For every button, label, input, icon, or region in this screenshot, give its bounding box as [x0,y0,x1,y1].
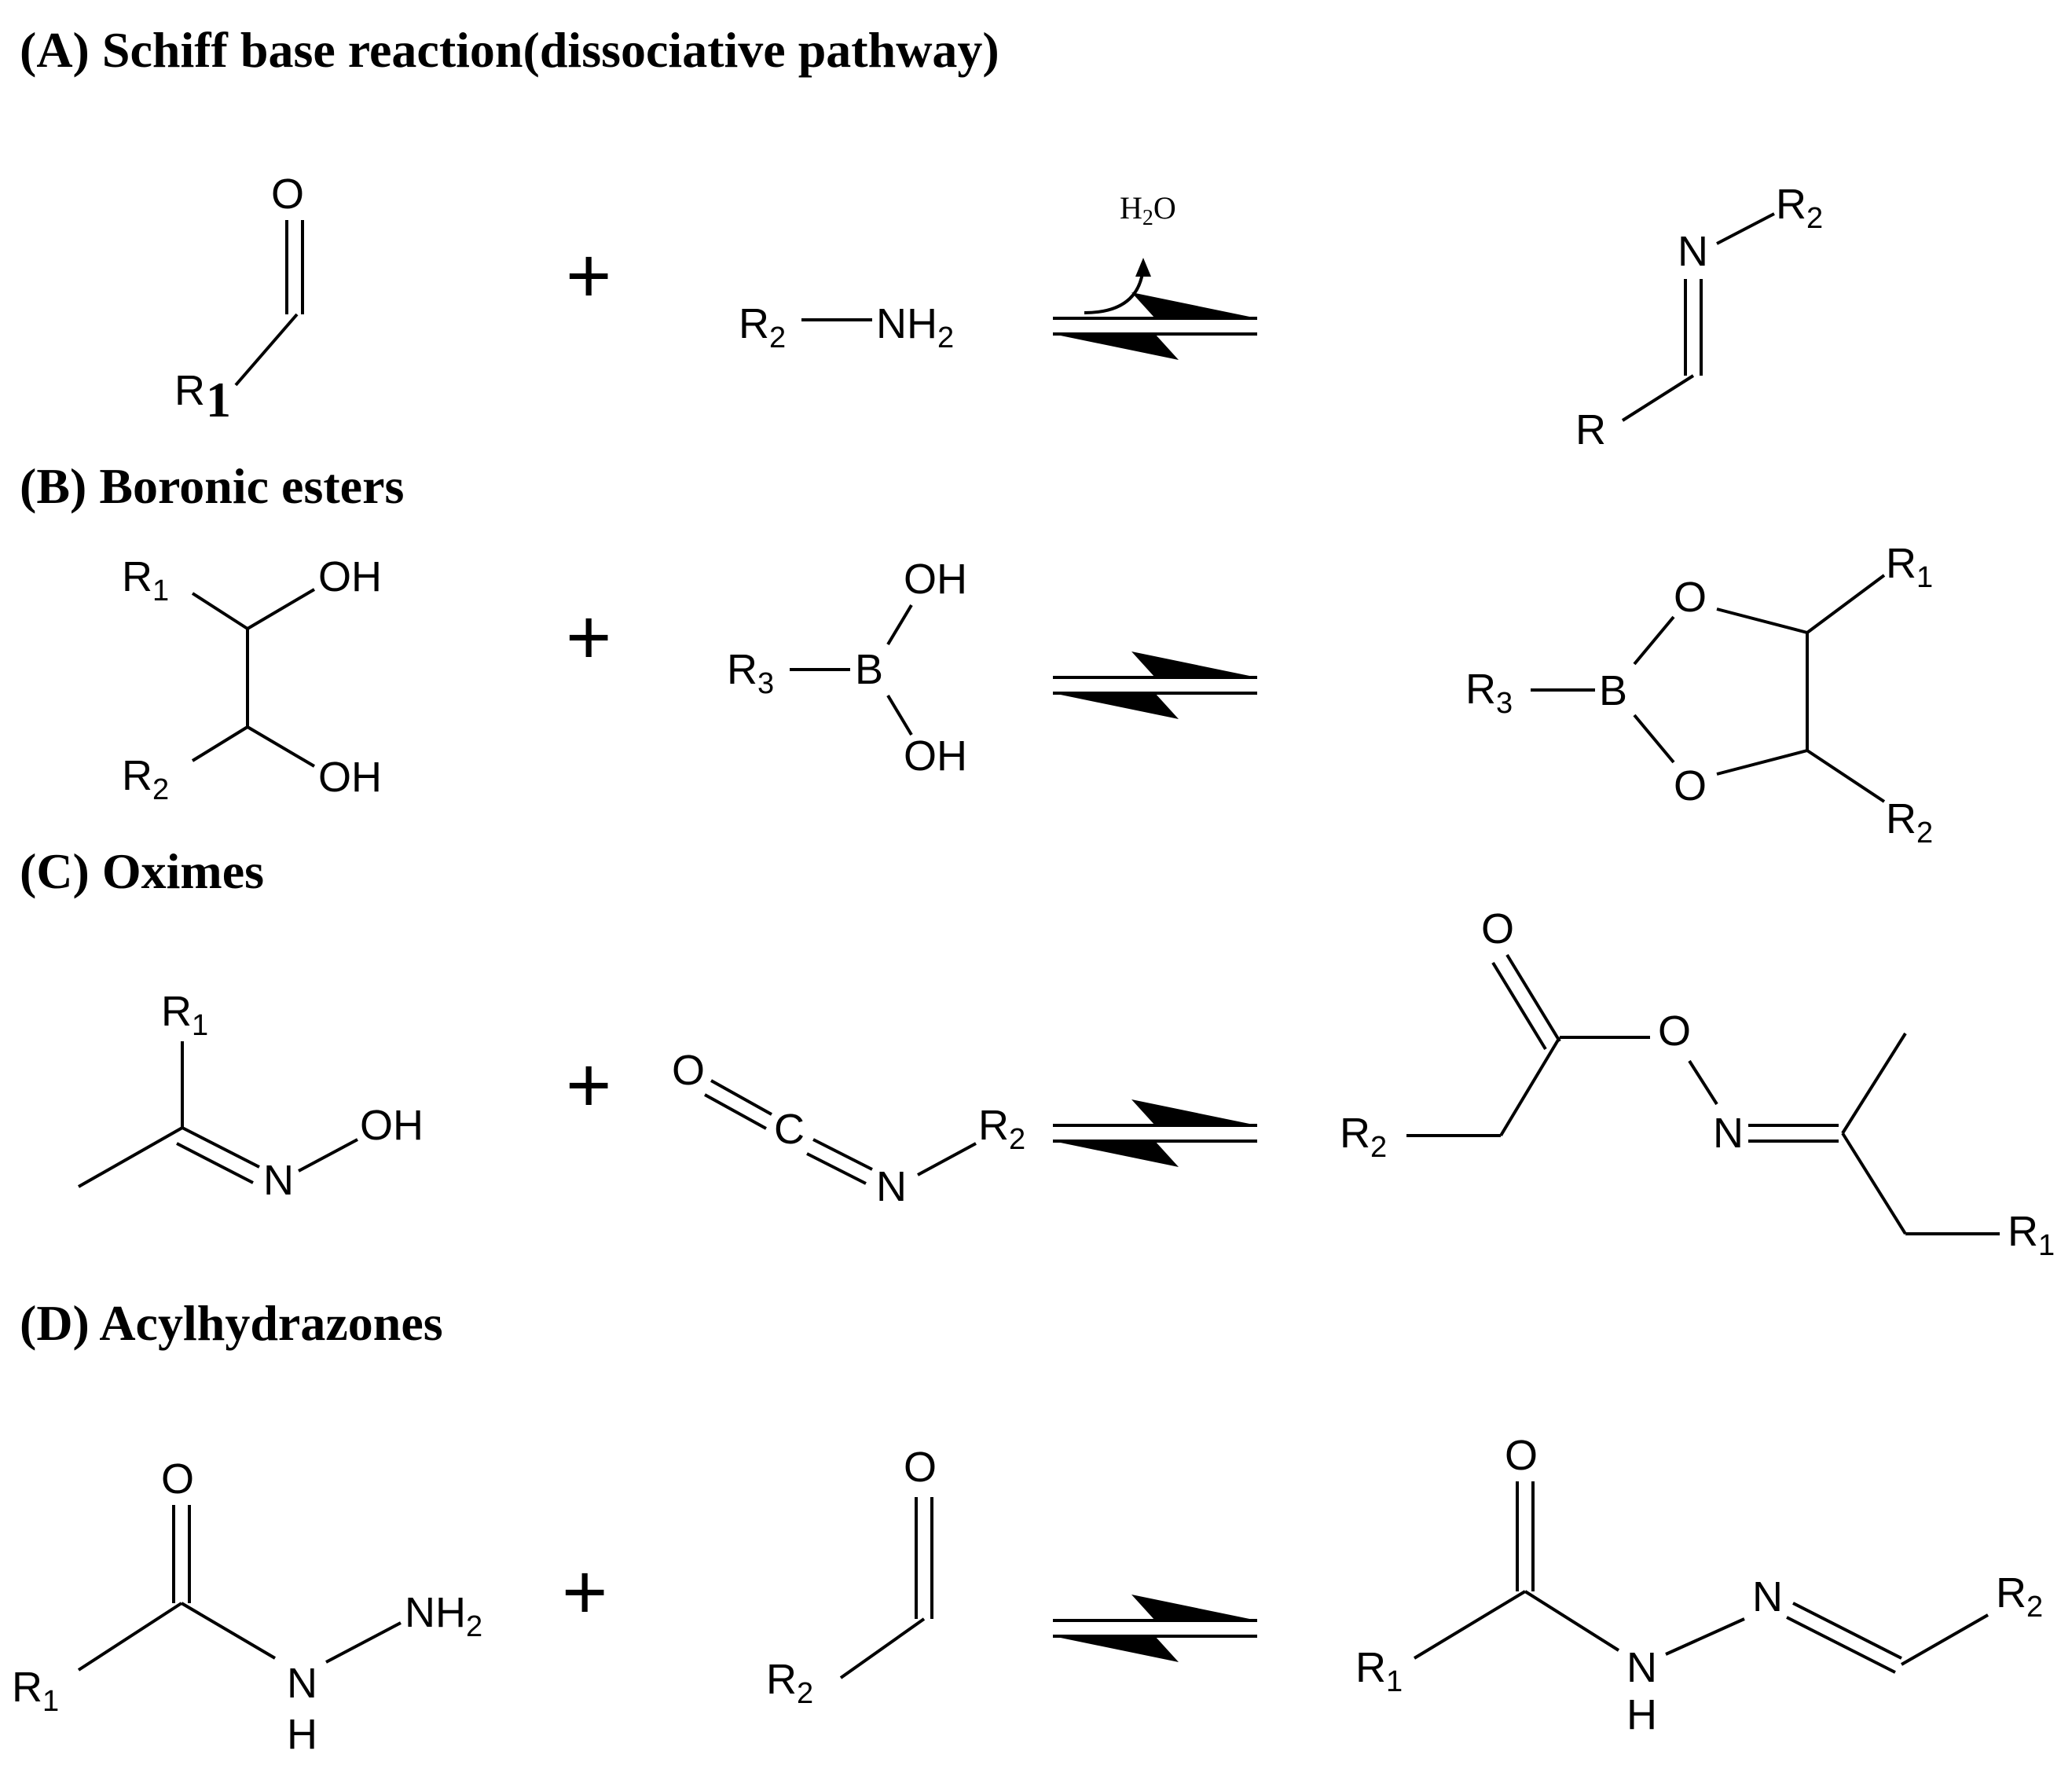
svg-text:N: N [263,1157,294,1204]
section-d-acylhydrazone-product: O R1 N H N R2 [1355,1432,2043,1738]
svg-text:N: N [1626,1644,1657,1691]
svg-text:N: N [287,1660,317,1707]
plus-sign: + [566,593,611,681]
svg-text:O: O [1674,574,1707,621]
svg-text:OH: OH [904,732,967,780]
svg-text:H: H [1626,1691,1657,1738]
svg-text:B: B [855,646,883,693]
svg-text:O: O [904,1444,937,1491]
plus-sign: + [566,1041,611,1129]
svg-text:N: N [1678,228,1708,275]
svg-text:R2: R2 [122,752,169,806]
water-label: H2O [1120,190,1176,230]
equilibrium-arrow: H2O [1053,190,1257,360]
svg-text:R1: R1 [1886,540,1933,594]
svg-text:N: N [876,1163,907,1210]
svg-text:O: O [1505,1432,1538,1479]
svg-text:N: N [1752,1573,1783,1620]
svg-text:R2: R2 [1776,181,1823,235]
equilibrium-arrow [1053,1099,1257,1167]
svg-text:R1: R1 [12,1664,59,1718]
svg-text:R: R [1575,406,1606,453]
section-a-aldehyde: O R 1 [174,171,304,428]
svg-text:R2: R2 [978,1102,1025,1156]
svg-text:R2: R2 [766,1656,813,1710]
section-a-amine: R2 NH2 [739,300,954,354]
section-a-imine-product: R2 N R [1575,181,1823,453]
svg-text:NH2: NH2 [876,300,954,354]
svg-text:H: H [287,1711,317,1758]
svg-text:NH2: NH2 [405,1589,482,1643]
atom-label: O [271,171,304,218]
svg-text:R2: R2 [1996,1569,2043,1624]
section-d-aldehyde: O R2 [766,1444,937,1710]
svg-text:O: O [161,1455,194,1503]
svg-text:R1: R1 [122,553,169,607]
svg-text:R1: R1 [1355,1644,1403,1698]
svg-text:R2: R2 [1340,1110,1387,1164]
equilibrium-arrow [1053,1595,1257,1662]
plus-sign: + [562,1548,607,1636]
section-b-title: (B) Boronic esters [20,458,404,514]
svg-text:B: B [1599,667,1627,714]
svg-text:R1: R1 [161,988,208,1042]
svg-text:O: O [1481,905,1514,952]
svg-text:O: O [1674,762,1707,809]
section-c-isocyanate: O C N R2 [672,1047,1025,1210]
svg-text:R3: R3 [1465,666,1513,720]
atom-subscript: 1 [206,372,231,428]
svg-text:OH: OH [904,556,967,603]
section-c-oxime: R1 N OH [78,988,424,1204]
svg-text:R3: R3 [727,646,774,700]
svg-text:R2: R2 [739,300,786,354]
equilibrium-arrow [1053,651,1257,719]
svg-text:C: C [774,1106,805,1153]
svg-text:O: O [1658,1007,1691,1055]
svg-text:OH: OH [318,754,382,801]
section-c-product: O R2 O N R1 [1340,905,2055,1262]
svg-text:N: N [1713,1110,1744,1157]
section-b-diol: R1 OH OH R2 [122,553,382,806]
section-a-title: (A) Schiff base reaction(dissociative pa… [20,22,999,78]
svg-text:OH: OH [360,1102,424,1149]
svg-text:OH: OH [318,553,382,600]
svg-text:R1: R1 [2008,1208,2055,1262]
section-b-boronic-acid: R3 B OH OH [727,556,967,780]
plus-sign: + [566,232,611,320]
section-c-title: (C) Oximes [20,843,264,899]
atom-label: R [174,367,205,414]
section-d-hydrazide: O R1 N H NH2 [12,1455,482,1758]
section-d-title: (D) Acylhydrazones [20,1295,443,1351]
svg-text:O: O [672,1047,705,1094]
svg-text:R2: R2 [1886,795,1933,850]
section-b-boronic-ester-product: R3 B O O R1 R2 [1465,540,1933,850]
